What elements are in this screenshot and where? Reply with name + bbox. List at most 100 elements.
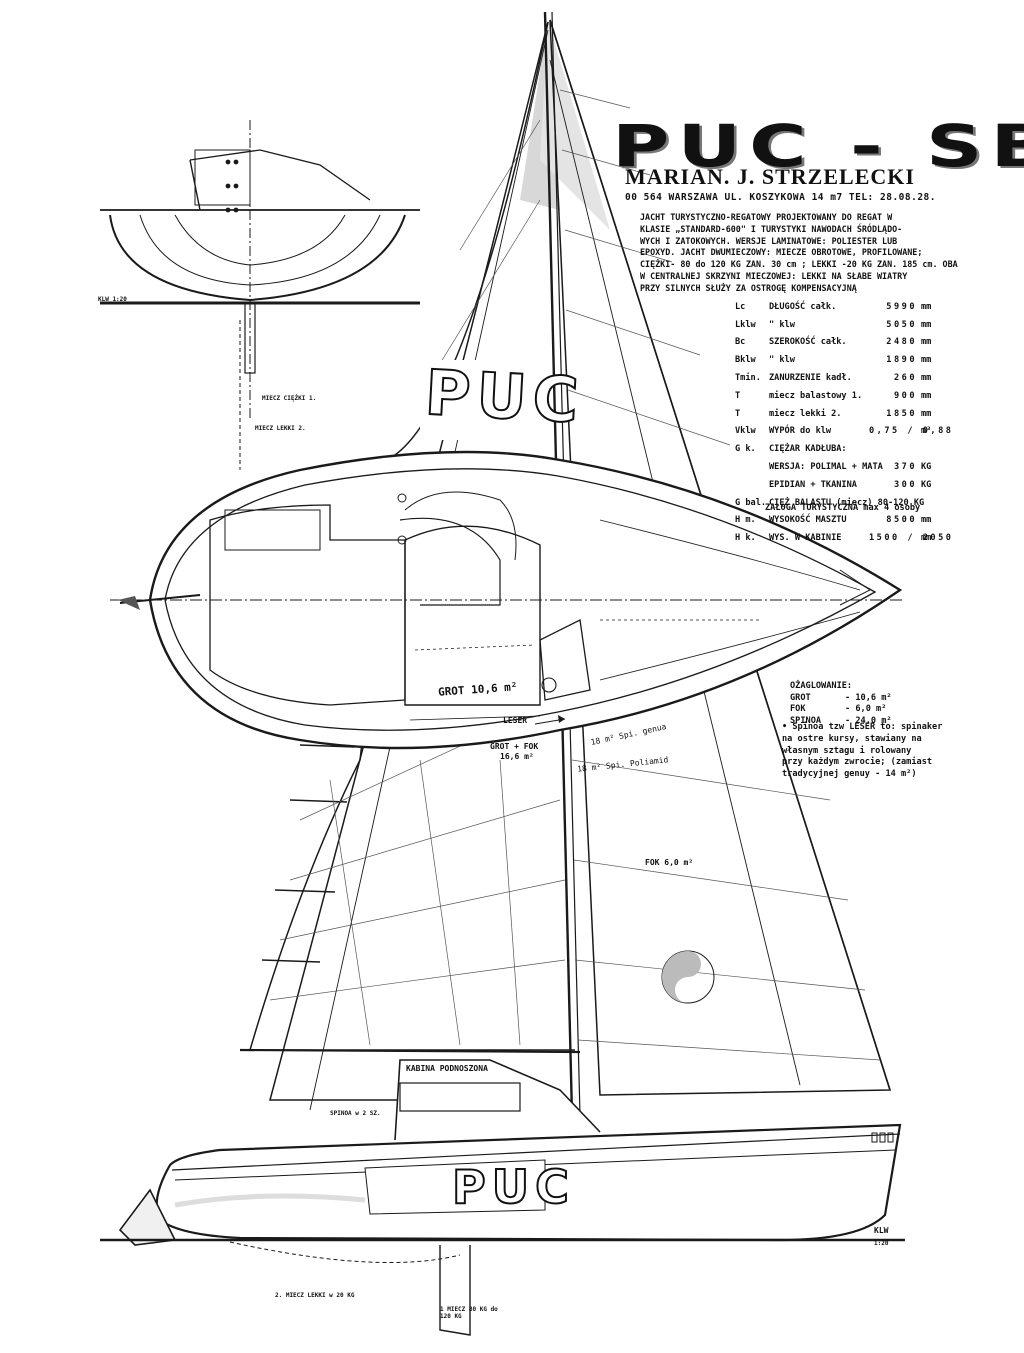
spec-unit: KG	[921, 462, 932, 473]
spec-label: DŁUGOŚĆ całk.	[769, 301, 837, 312]
spec-label: CIĘŻ BALASTU (miecz) 80-120 KG	[769, 497, 925, 508]
spec-symbol: G k.	[735, 444, 756, 455]
scale-label: 1:20	[874, 1240, 889, 1247]
spec-unit: KG	[921, 479, 932, 490]
heavy-centreboard-label: 1 MIECZ 80 KG do 120 KG	[440, 1306, 498, 1320]
note-line: na ostre kursy, stawiany na	[782, 733, 922, 744]
body-plan	[100, 120, 420, 470]
spec-label: CIĘŻAR KADŁUBA:	[769, 444, 847, 455]
spec-unit: mm	[921, 408, 932, 419]
spec-unit: mm	[921, 533, 932, 544]
spinnaker-note: • Spinoa tzw LESER to: spinaker na ostre…	[782, 722, 942, 781]
spec-row: Bc SZEROKOŚĆ całk. 2480 mm	[735, 334, 951, 352]
note-line: własnym sztagu i rolowany	[782, 745, 912, 756]
spec-unit: m³	[921, 426, 932, 437]
spec-row: G k. CIĘŻAR KADŁUBA:	[735, 440, 951, 458]
side-hull	[100, 1059, 905, 1336]
spec-symbol: Vklw	[735, 426, 756, 437]
spec-symbol: H m.	[735, 515, 756, 526]
spec-value: 370	[893, 462, 917, 473]
spec-unit: mm	[921, 390, 932, 401]
spec-unit: mm	[921, 515, 932, 526]
centreboard-1-label: MIECZ CIĘŻKI 1.	[262, 395, 317, 402]
spec-unit: mm	[921, 355, 932, 366]
crew-capacity: ZAŁOGA TURYSTYCZNA max 4 osoby	[765, 503, 921, 513]
note-line: tradycyjnej genuy - 14 m²)	[782, 769, 917, 780]
spec-value: 5990	[886, 301, 917, 312]
spec-value: 260	[893, 373, 917, 384]
cabin	[394, 1059, 601, 1141]
sail-row: GROT- 10,6 m²	[790, 693, 892, 705]
sail-area: - 10,6 m²	[845, 692, 892, 703]
rudder	[118, 1188, 177, 1246]
spec-row: Tmin. ZANURZENIE kadł. 260 mm	[735, 369, 951, 387]
spec-unit: mm	[921, 301, 932, 312]
design-description: JACHT TURYSTYCZNO-REGATOWY PROJEKTOWANY …	[640, 212, 958, 295]
sail-area: - 24,0 m²	[845, 715, 892, 726]
klw-scale-label: KLW 1:20	[98, 296, 127, 303]
sail-area: - 6,0 m²	[845, 704, 887, 715]
leser-arrow	[534, 715, 566, 725]
spec-row: WERSJA: POLIMAL + MATA 370 KG	[735, 458, 951, 476]
sail-name: FOK	[790, 704, 806, 715]
spec-value: 1850	[886, 408, 917, 419]
designer-address: 00 564 WARSZAWA UL. KOSZYKOWA 14 m7 TEL:…	[625, 192, 936, 203]
sail-row: SPINOA - 24,0 m²	[790, 716, 892, 728]
spec-symbol: Bklw	[735, 355, 756, 366]
hull-logo: PUC	[451, 1159, 575, 1215]
grot-fok-area: 16,6 m²	[500, 752, 534, 761]
spec-label: miecz lekki 2.	[769, 408, 842, 419]
spec-unit: mm	[921, 337, 932, 348]
model-title: PUC - SB	[612, 112, 1024, 180]
designer-name: MARIAN. J. STRZELECKI	[625, 164, 915, 189]
sail-logo: PUC	[422, 355, 587, 438]
boom	[239, 1048, 581, 1054]
description-line: CIĘŻKI- 80 do 120 KG ZAN. 30 cm ; LEKKI …	[640, 259, 958, 270]
grot-fok-label: GROT + FOK	[490, 742, 539, 751]
spec-symbol: T	[735, 390, 741, 401]
spec-unit: mm	[921, 373, 932, 384]
note-line: przy każdym zwrocie; (zamiast	[782, 757, 933, 768]
deck-plan	[110, 450, 905, 750]
spec-value: 8500	[886, 515, 917, 526]
spec-label: WYSOKOŚĆ MASZTU	[769, 515, 847, 526]
description-line: KLASIE „STANDARD-600" I TURYSTYKI NAWODA…	[640, 223, 903, 234]
light-centreboard-label: 2. MIECZ LEKKI w 20 KG	[275, 1292, 355, 1299]
spec-symbol: Tmin.	[735, 373, 761, 384]
description-line: JACHT TURYSTYCZNO-REGATOWY PROJEKTOWANY …	[640, 212, 893, 222]
description-line: WYCH I ZATOKOWYCH. WERSJE LAMINATOWE: PO…	[640, 235, 898, 246]
sail-row: FOK - 6,0 m²	[790, 704, 892, 716]
spec-label: EPIDIAN + TKANINA	[769, 479, 857, 490]
leser-label: LESER	[503, 716, 528, 725]
spec-label: miecz balastowy 1.	[769, 390, 863, 401]
sail-name: SPINOA	[790, 715, 822, 726]
spec-label: " klw	[769, 319, 795, 330]
spec-label: WERSJA: POLIMAL + MATA	[769, 462, 883, 473]
spec-value: 300	[893, 479, 917, 490]
spec-label: WYPÓR do klw	[769, 426, 832, 437]
spec-value: 5050	[886, 319, 917, 330]
cabin-label: KABINA PODNOSZONA	[406, 1064, 488, 1073]
centreboard-2-label: MIECZ LEKKI 2.	[255, 425, 306, 432]
spec-row: G bal.CIĘŻ BALASTU (miecz) 80-120 KG	[735, 494, 951, 512]
spec-label: SZEROKOŚĆ całk.	[769, 337, 847, 348]
spec-unit: mm	[921, 319, 932, 330]
fok-label: FOK 6,0 m²	[645, 858, 694, 867]
spec-row: H m. WYSOKOŚĆ MASZTU 8500 mm	[735, 512, 951, 530]
spec-value: 1890	[886, 355, 917, 366]
spec-symbol: H k.	[735, 533, 756, 544]
description-line: EPOXYD. JACHT DWUMIECZOWY: MIECZE OBROTO…	[640, 247, 923, 258]
spec-symbol: Bc	[735, 337, 746, 348]
spec-label: ZANURZENIE kadł.	[769, 373, 852, 384]
spec-value: 2480	[886, 337, 917, 348]
